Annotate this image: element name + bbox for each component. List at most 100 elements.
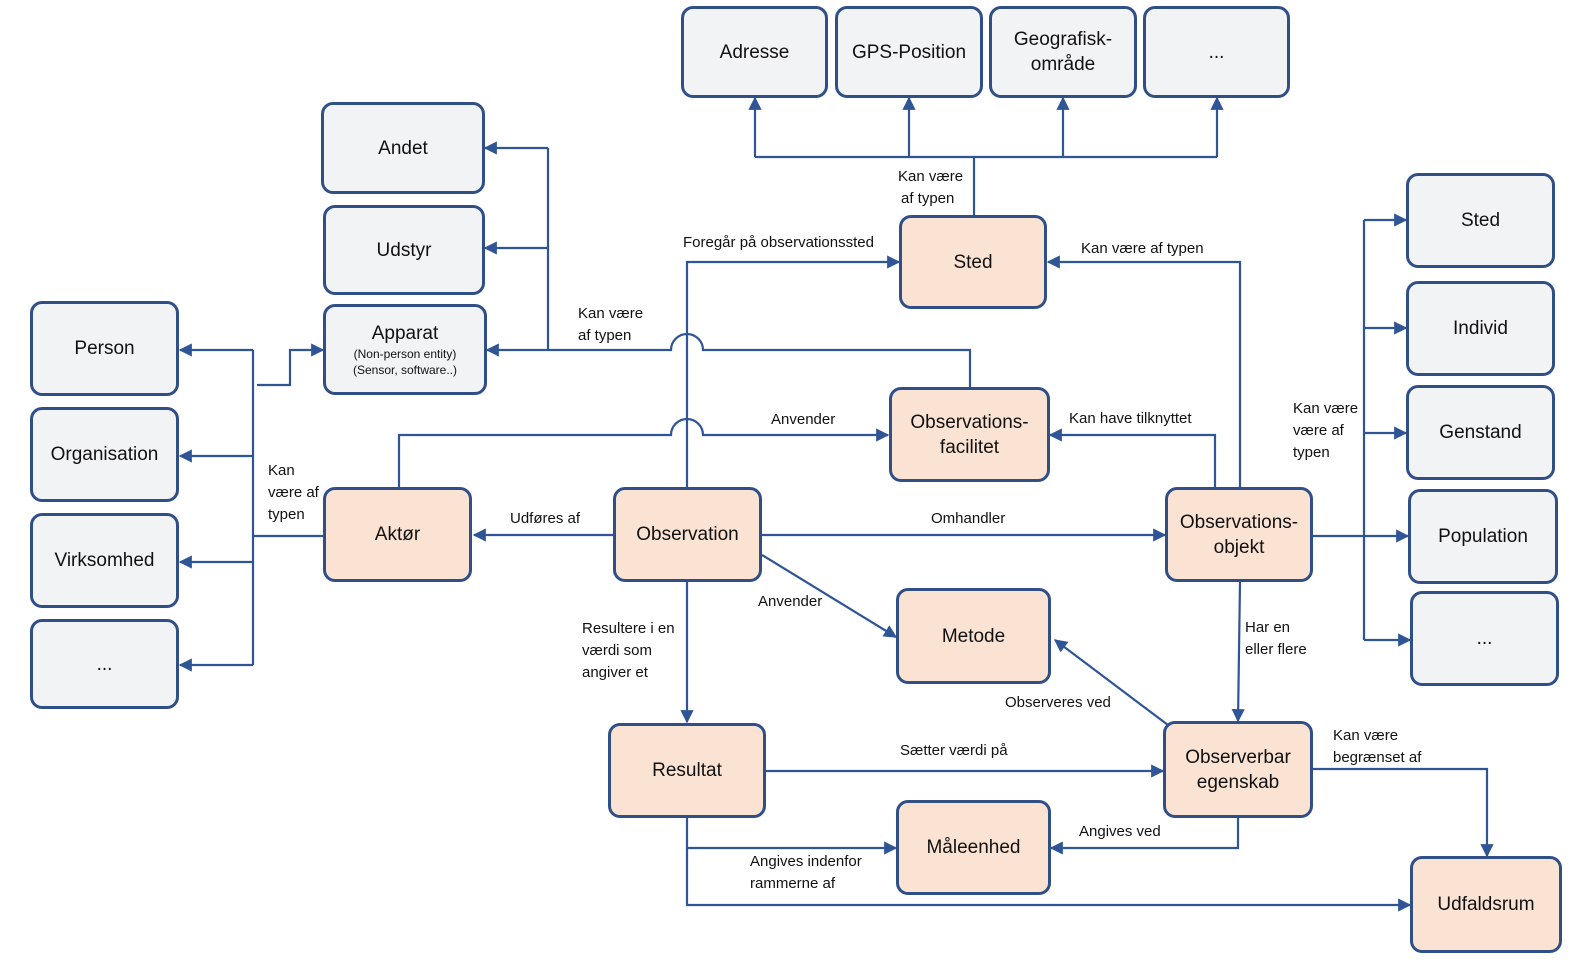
edge-objekt-sted	[1046, 255, 1242, 487]
node-maaleenhed: Måleenhed	[896, 800, 1051, 895]
label-observeres-ved: Observeres ved	[1005, 694, 1111, 711]
label-begraenset-line-1: Kan være	[1333, 727, 1399, 744]
node-apparat-line-1: (Non-person entity)	[353, 347, 457, 361]
node-maaleenhed-label: Måleenhed	[926, 837, 1021, 858]
edge-objekt-facilitet	[1048, 428, 1217, 487]
label-anvender-metode: Anvender	[758, 593, 823, 610]
node-observationsfacilitet-line-1: Observations-	[910, 411, 1029, 433]
node-steds-type-more-label: ...	[1208, 41, 1225, 63]
node-person-label: Person	[74, 338, 135, 359]
label-sted-kan-vaere-line-2: af typen	[901, 190, 955, 207]
label-foregaar: Foregår på observationssted	[683, 234, 874, 251]
label-har-en-eller-flere: Har en eller flere	[1245, 617, 1307, 661]
node-aktoer-label: Aktør	[374, 524, 421, 545]
node-udfaldsrum: Udfaldsrum	[1410, 856, 1562, 953]
node-objekt-type-more-label: ...	[1476, 628, 1493, 649]
edge-resultat-maaleenhed	[685, 818, 898, 855]
edge-aktoer-facilitet	[397, 417, 890, 487]
label-objekt-kan-vaere-line-3: typen	[1293, 444, 1330, 461]
node-resultat: Resultat	[608, 723, 766, 818]
edge-egenskab-metode	[1053, 639, 1169, 726]
node-metode-label: Metode	[941, 625, 1006, 647]
label-resultere-line-2: værdi som	[582, 642, 653, 659]
label-apparat-kan-vaere-line-2: af typen	[578, 327, 632, 344]
label-apparat-kan-vaere-line-1: Kan være	[578, 305, 644, 322]
node-gps-position: GPS-Position	[835, 6, 983, 98]
label-angives-ved: Angives ved	[1079, 823, 1161, 840]
edge-observation-metode	[761, 554, 898, 638]
node-person: Person	[30, 301, 179, 396]
node-apparat-title: Apparat	[371, 323, 439, 344]
node-virksomhed: Virksomhed	[30, 513, 179, 608]
node-andet: Andet	[321, 102, 485, 194]
node-sted-label: Sted	[953, 251, 993, 273]
label-objekt-kan-vaere-line-1: Kan være	[1293, 400, 1359, 417]
label-udfoeres-af: Udføres af	[510, 510, 581, 527]
node-gps-position-label: GPS-Position	[851, 41, 967, 63]
label-sted-kan-vaere: Kan være af typen	[898, 166, 963, 210]
label-kan-have-tilknyttet: Kan have tilknyttet	[1069, 410, 1192, 427]
edge-facilitet-apparat	[485, 332, 972, 387]
node-adresse-label: Adresse	[719, 41, 790, 63]
label-omhandler: Omhandler	[931, 510, 1006, 527]
label-objekt-kan-vaere-sted: Kan være af typen	[1081, 240, 1204, 257]
edge-resultat-udfaldsrum	[685, 848, 1412, 912]
label-har-en-eller-flere-line-2: eller flere	[1245, 641, 1307, 658]
node-observation-label: Observation	[636, 524, 739, 545]
edge-objekt-egenskab	[1231, 581, 1245, 723]
node-observerbar-egenskab-line-1: Observerbar	[1185, 746, 1291, 768]
node-metode: Metode	[896, 588, 1051, 684]
label-aktoer-kan-vaere: Kan være af typen	[268, 460, 319, 526]
node-andet-label: Andet	[378, 137, 428, 159]
node-objekt-sted: Sted	[1406, 173, 1555, 268]
label-apparat-kan-vaere: Kan være af typen	[578, 303, 643, 347]
node-observerbar-egenskab: Observerbar egenskab	[1163, 721, 1313, 818]
node-observerbar-egenskab-line-2: egenskab	[1196, 771, 1280, 793]
label-resultere-line-1: Resultere i en	[582, 620, 675, 637]
node-udstyr-label: Udstyr	[376, 239, 432, 261]
node-genstand-label: Genstand	[1439, 422, 1522, 443]
label-sted-kan-vaere-line-1: Kan være	[898, 168, 964, 185]
node-aktoer-type-more: ...	[30, 619, 179, 709]
node-objekt-sted-label: Sted	[1460, 210, 1501, 231]
label-resultere: Resultere i en værdi som angiver et	[582, 618, 675, 684]
node-aktoer: Aktør	[323, 487, 472, 582]
edge-egenskab-udfaldsrum	[1313, 767, 1494, 858]
node-udfaldsrum-label: Udfaldsrum	[1437, 894, 1535, 915]
node-virksomhed-label: Virksomhed	[54, 550, 155, 571]
label-objekt-kan-vaere-line-2: være af	[1293, 422, 1344, 439]
node-observationsobjekt-line-1: Observations-	[1179, 511, 1299, 533]
node-geografisk-omraade-line-2: område	[1030, 54, 1096, 75]
label-begraenset-line-2: begrænset af	[1333, 749, 1422, 766]
node-resultat-label: Resultat	[652, 760, 722, 781]
node-population-label: Population	[1438, 526, 1528, 547]
node-geografisk-omraade-line-1: Geografisk-	[1013, 29, 1113, 50]
node-observationsfacilitet-line-2: facilitet	[939, 436, 1000, 458]
label-resultere-line-3: angiver et	[582, 664, 648, 681]
edge-to-apparat	[257, 343, 325, 387]
node-genstand: Genstand	[1406, 385, 1555, 480]
label-aktoer-kan-vaere-line-2: være af	[268, 484, 319, 501]
node-aktoer-type-more-label: ...	[96, 653, 113, 675]
node-sted: Sted	[899, 215, 1047, 309]
node-individ: Individ	[1406, 281, 1555, 376]
node-udstyr: Udstyr	[323, 205, 485, 295]
label-aktoer-kan-vaere-line-1: Kan	[268, 462, 295, 479]
node-adresse: Adresse	[681, 6, 828, 98]
label-objekt-kan-vaere: Kan være være af typen	[1293, 398, 1358, 464]
node-observationsobjekt: Observations- objekt	[1165, 487, 1313, 582]
node-apparat: Apparat (Non-person entity) (Sensor, sof…	[323, 304, 487, 395]
label-har-en-eller-flere-line-1: Har en	[1245, 619, 1291, 636]
label-aktoer-kan-vaere-line-3: typen	[268, 506, 305, 523]
label-anvender-facilitet: Anvender	[771, 411, 836, 428]
node-objekt-type-more: ...	[1410, 591, 1559, 686]
node-observationsfacilitet: Observations- facilitet	[889, 387, 1050, 482]
edge-egenskab-maaleenhed	[1049, 818, 1240, 855]
node-observationsobjekt-line-2: objekt	[1213, 536, 1265, 558]
label-saetter-vaerdi: Sætter værdi på	[900, 742, 1008, 759]
edge-observation-sted	[685, 255, 901, 487]
node-organisation-label: Organisation	[50, 444, 159, 465]
node-organisation: Organisation	[30, 407, 179, 502]
node-geografisk-omraade: Geografisk- område	[989, 6, 1137, 98]
